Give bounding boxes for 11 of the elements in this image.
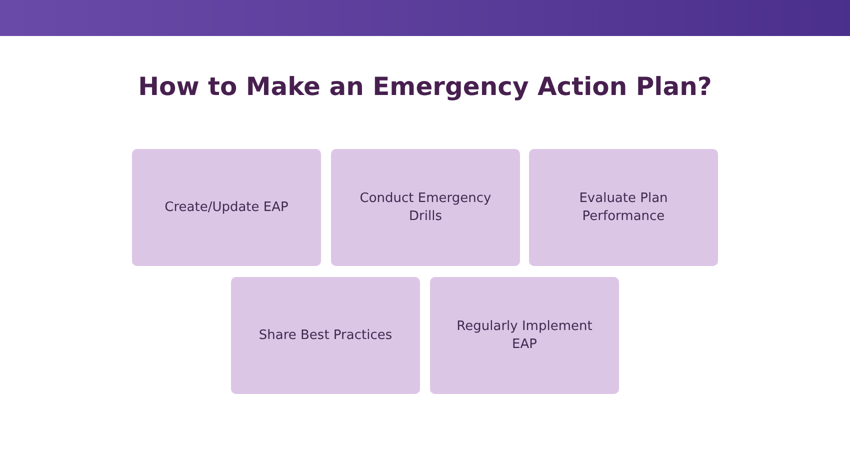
step-card xyxy=(231,277,420,394)
step-card xyxy=(529,149,718,266)
title: How to Make an Emergency Action Plan? xyxy=(137,72,713,101)
step-card xyxy=(132,149,321,266)
step-label: Create/Update EAP xyxy=(164,198,288,216)
step-label: Share Best Practices xyxy=(258,326,392,344)
step-label: Conduct Emergency Drills xyxy=(358,190,492,226)
step-card xyxy=(430,277,619,394)
step-label: Regularly Implement EAP xyxy=(456,318,594,354)
step-card xyxy=(331,149,520,266)
step-label: Evaluate Plan Performance xyxy=(578,190,669,226)
